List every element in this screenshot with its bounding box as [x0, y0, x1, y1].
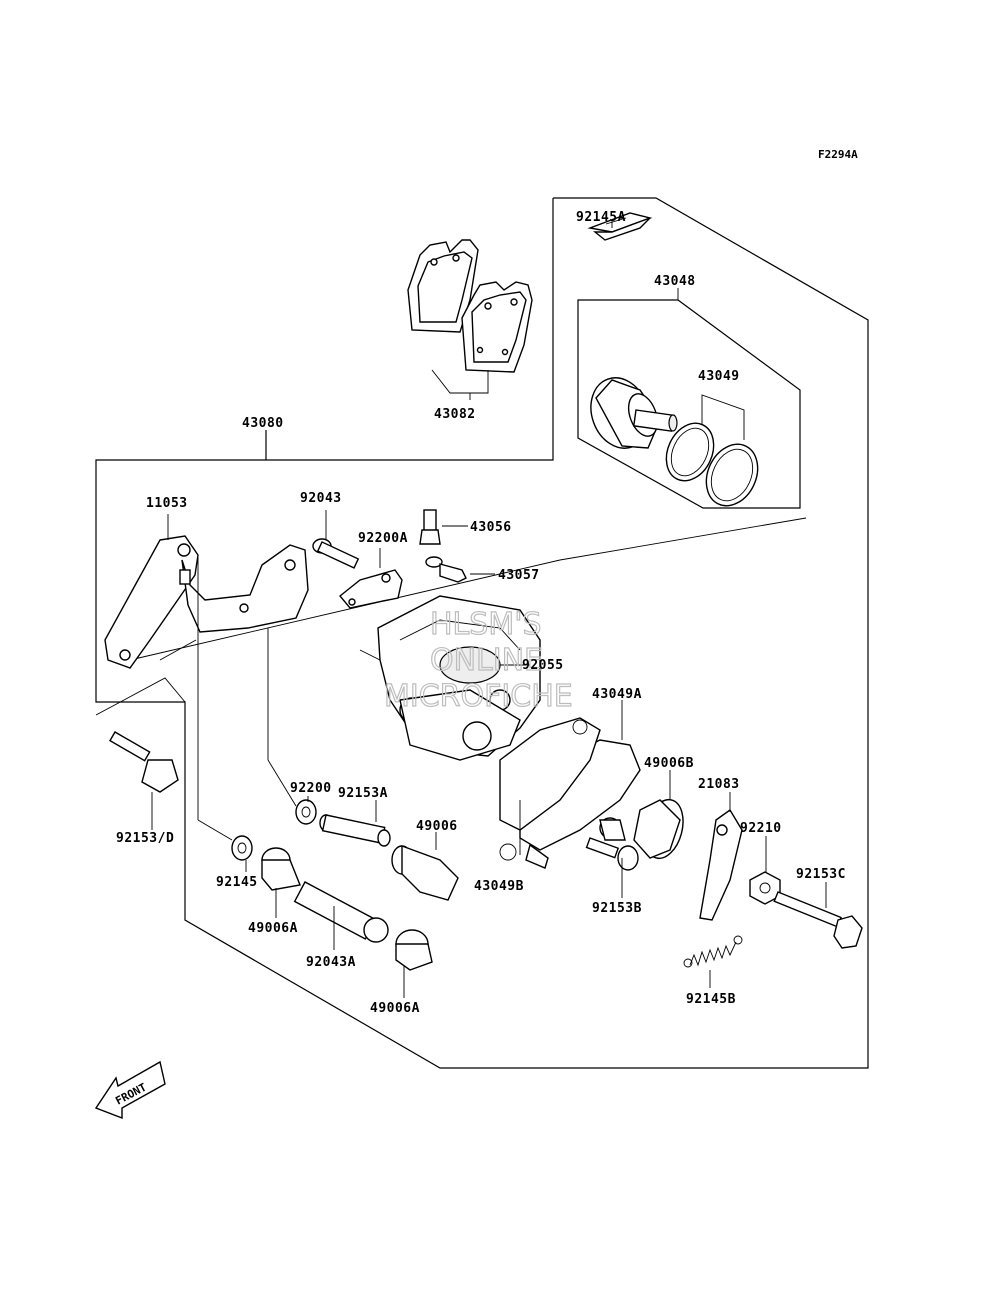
part-label-49006b: 49006B [644, 756, 694, 771]
watermark-line-1: HLSM'S [430, 607, 542, 642]
diagram-code: F2294A [818, 148, 858, 161]
part-label-43048: 43048 [654, 274, 696, 289]
boot-49006a-1 [261, 847, 301, 891]
part-label-43049: 43049 [698, 369, 740, 384]
cut-line-3 [559, 517, 807, 561]
part-label-92153d: 92153/D [116, 831, 174, 846]
part-labels: 92145A 43048 43049 43082 43080 11053 920… [116, 210, 846, 1016]
part-label-11053: 11053 [146, 496, 188, 511]
front-direction-arrow: FRONT [94, 1060, 166, 1120]
part-label-92043: 92043 [300, 491, 342, 506]
cut-line-2 [129, 559, 561, 661]
boot-49006 [391, 844, 459, 901]
return-spring [683, 935, 743, 968]
boot-49006b [633, 798, 684, 860]
part-label-43049b: 43049B [474, 879, 524, 894]
part-label-21083: 21083 [698, 777, 740, 792]
leader-lines [151, 220, 827, 998]
brake-pads [407, 239, 533, 400]
cut-line [95, 677, 186, 716]
part-label-43056: 43056 [470, 520, 512, 535]
retainer-plate [339, 548, 403, 609]
boot-49006a-2 [395, 929, 433, 971]
brake-lever-arm [699, 808, 743, 921]
part-label-92200: 92200 [290, 781, 332, 796]
slide-pin-92043a [293, 881, 389, 943]
assembly-boundary [95, 197, 869, 1069]
part-label-92145a: 92145A [576, 210, 626, 225]
washer-92200 [295, 799, 317, 825]
watermark-line-3: MICROFICHE [384, 679, 573, 714]
part-label-43057: 43057 [498, 568, 540, 583]
lock-nut [749, 871, 781, 905]
part-label-49006a-2: 49006A [370, 1001, 420, 1016]
actuator-gasket [499, 717, 601, 861]
slide-pin-92153a [319, 814, 391, 847]
bleed-cap [425, 556, 495, 583]
mount-bolt [109, 731, 179, 793]
piston-seals [665, 394, 759, 507]
part-label-43049a: 43049A [592, 687, 642, 702]
part-label-92043a: 92043A [306, 955, 356, 970]
part-label-92145: 92145 [216, 875, 258, 890]
pad-spring-clip [587, 212, 653, 241]
part-label-92153b: 92153B [592, 901, 642, 916]
part-label-92055: 92055 [522, 658, 564, 673]
cover-bolt [585, 837, 639, 871]
bleed-valve [419, 509, 468, 545]
part-label-92200a: 92200A [358, 531, 408, 546]
adjust-bolt [773, 891, 863, 949]
part-label-43082: 43082 [434, 407, 476, 422]
part-label-49006a-1: 49006A [248, 921, 298, 936]
washer-92145 [231, 835, 253, 861]
caliper-piston [590, 377, 678, 449]
caliper-body [359, 595, 541, 761]
part-label-92153c: 92153C [796, 867, 846, 882]
watermark: HLSM'S ONLINE MICROFICHE [383, 606, 573, 714]
part-label-92153a: 92153A [338, 786, 388, 801]
part-label-49006: 49006 [416, 819, 458, 834]
watermark-line-2: ONLINE [430, 643, 543, 678]
caliper-pin [312, 510, 360, 569]
part-label-92145b: 92145B [686, 992, 736, 1007]
part-label-92210: 92210 [740, 821, 782, 836]
caliper-bracket [104, 514, 309, 669]
part-label-43080: 43080 [242, 416, 284, 431]
